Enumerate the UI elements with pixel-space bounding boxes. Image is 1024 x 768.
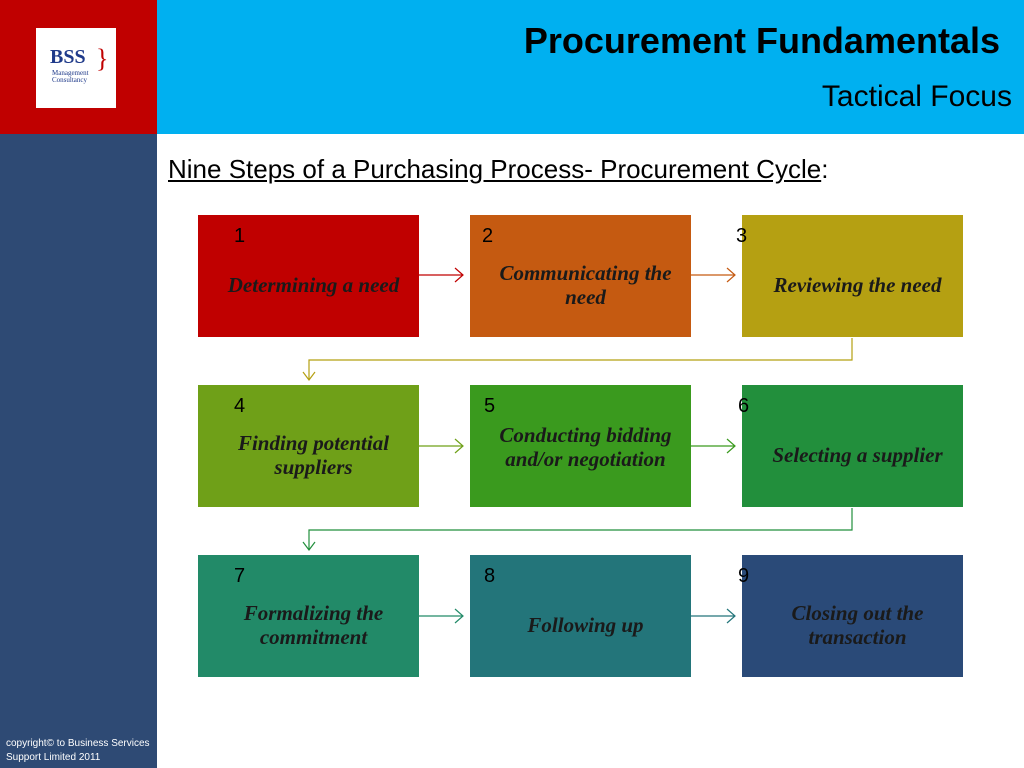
step-box-9: 9 Closing out the transaction [738, 555, 963, 677]
step-label: Reviewing the need [773, 273, 942, 297]
step-label: Determining a need [227, 273, 400, 297]
logo-main-text: BSS [50, 46, 86, 68]
logo-sub1: Management [52, 69, 89, 77]
slide-subtitle: Tactical Focus [821, 80, 1012, 113]
logo-brace-icon: } [96, 44, 109, 73]
step-number: 4 [234, 395, 246, 417]
step-number: 3 [736, 225, 748, 247]
step-label: Formalizing the commitment [243, 601, 384, 649]
slide-title: Procurement Fundamentals [523, 20, 1000, 61]
step-label: Finding potential suppliers [237, 431, 390, 479]
step-box-5: 5 Conducting bidding and/or negotiation [470, 385, 691, 507]
step-box-3: 3 Reviewing the need [736, 215, 963, 337]
arrow-2-3 [691, 267, 736, 283]
step-label: Communicating the need [499, 261, 672, 309]
step-number: 7 [234, 565, 246, 587]
copyright-footer: copyright© to Business Services Support … [6, 738, 150, 763]
step-label: Selecting a supplier [772, 443, 943, 467]
arrow-1-2 [419, 267, 464, 283]
section-heading: Nine Steps of a Purchasing Process- Proc… [168, 154, 828, 185]
arrow-6-7 [302, 508, 853, 551]
step-box-1: 1 Determining a need [198, 215, 419, 337]
step-box-8: 8 Following up [470, 555, 691, 677]
step-number: 1 [234, 225, 246, 247]
section-heading-text: Nine Steps of a Purchasing Process- Proc… [168, 154, 822, 184]
arrow-5-6 [691, 438, 736, 454]
step-number: 5 [484, 395, 496, 417]
step-box-6: 6 Selecting a supplier [738, 385, 963, 507]
step-number: 9 [738, 565, 750, 587]
step-box-7: 7 Formalizing the commitment [198, 555, 419, 677]
step-label: Following up [527, 613, 644, 637]
logo-sub2: Consultancy [52, 76, 87, 84]
bss-logo: BSS } Management Consultancy [36, 28, 116, 108]
step-box-4: 4 Finding potential suppliers [198, 385, 419, 507]
arrow-3-4 [302, 338, 853, 381]
step-number: 8 [484, 565, 496, 587]
left-sidebar [0, 134, 157, 768]
left-red-panel: BSS } Management Consultancy [0, 0, 157, 134]
arrow-7-8 [419, 608, 464, 624]
logo-subtext: Management Consultancy [52, 70, 89, 84]
step-label: Closing out the transaction [791, 601, 924, 649]
header-banner: Procurement Fundamentals Tactical Focus [157, 0, 1024, 134]
section-heading-suffix: : [821, 154, 829, 184]
arrow-8-9 [691, 608, 736, 624]
arrow-4-5 [419, 438, 464, 454]
step-number: 6 [738, 395, 750, 417]
step-box-2: 2 Communicating the need [470, 215, 691, 337]
step-label: Conducting bidding and/or negotiation [499, 423, 672, 471]
step-number: 2 [482, 225, 494, 247]
